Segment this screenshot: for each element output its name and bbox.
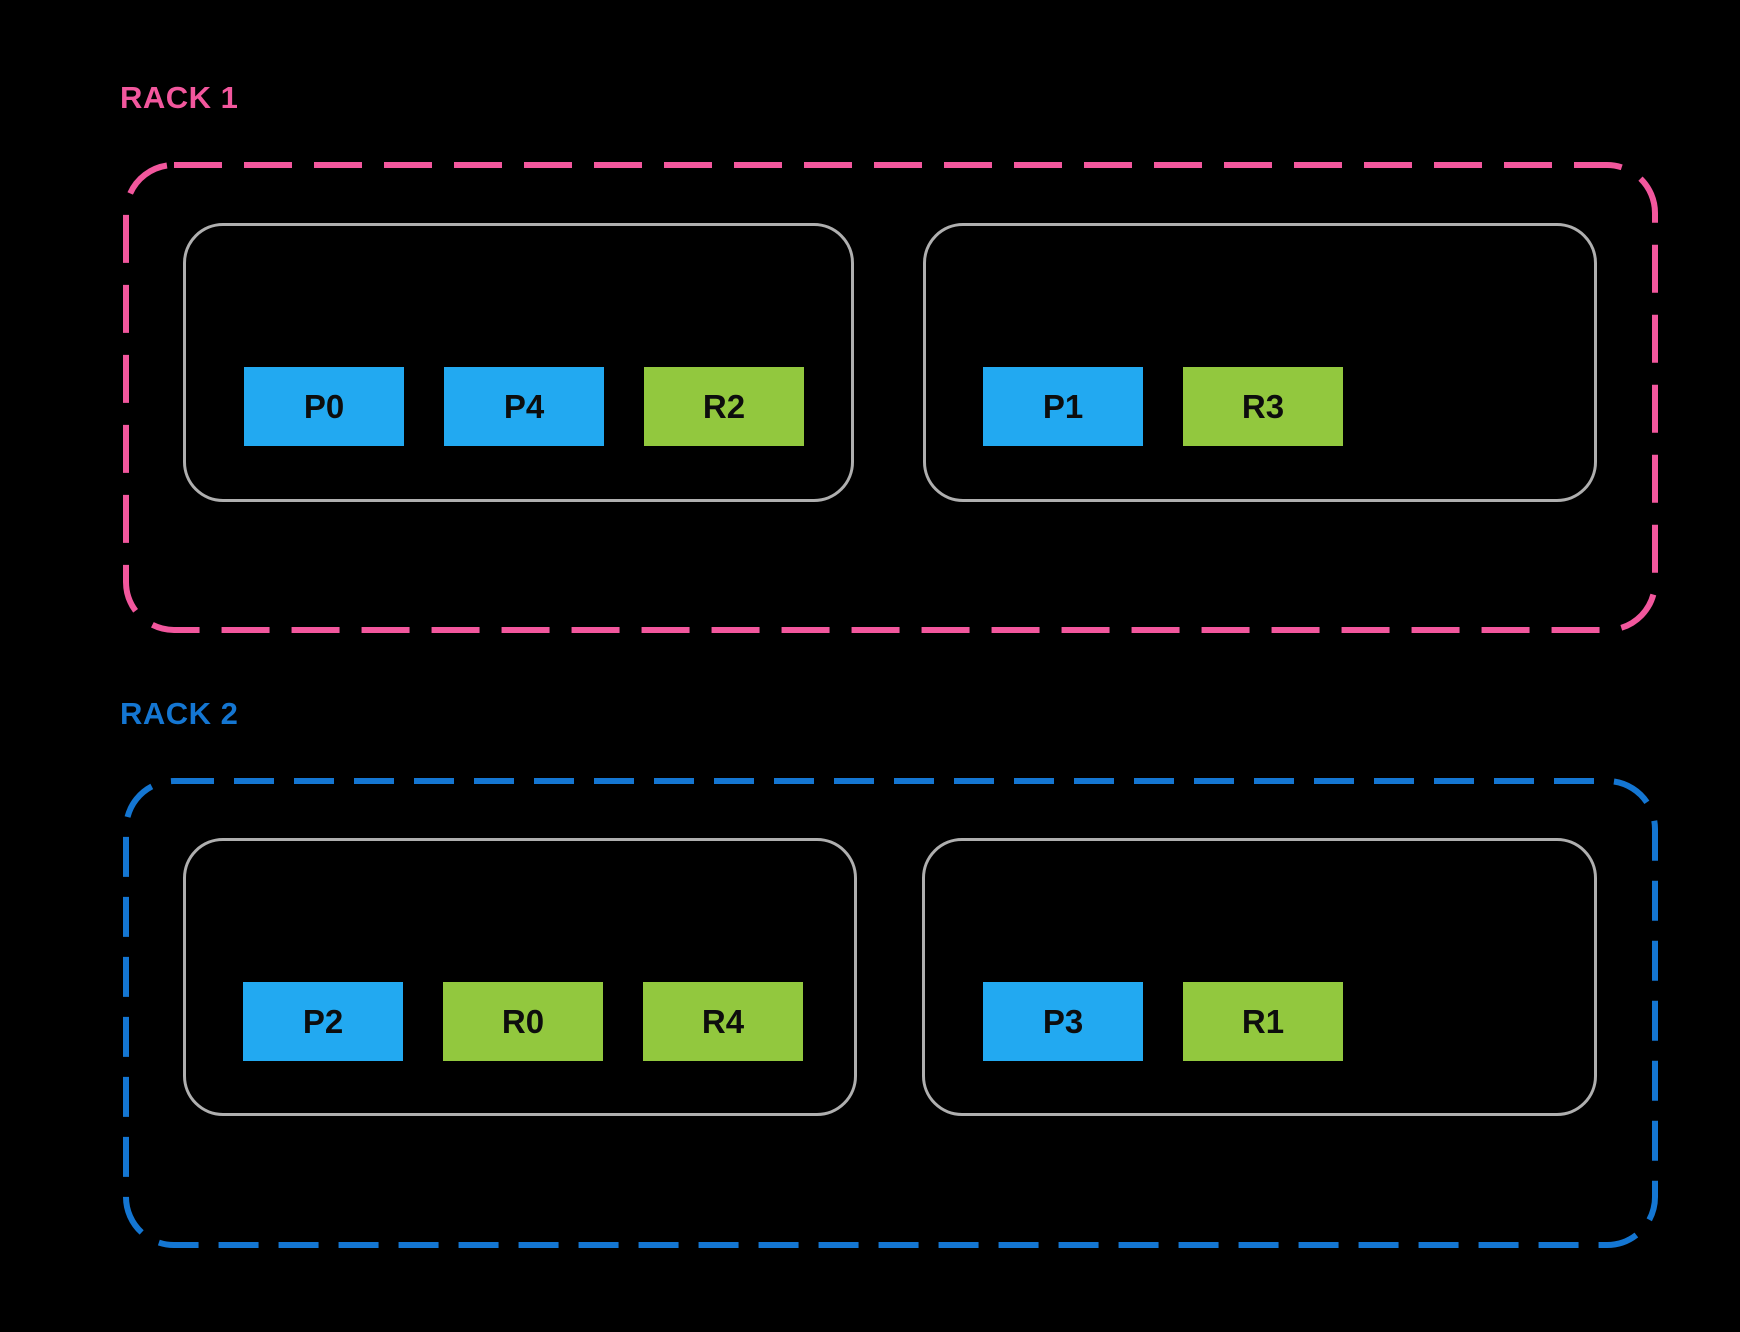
rack-1-box: P0 P4 R2 P1 R3	[123, 162, 1658, 633]
rack-1-dashed-border	[123, 162, 1658, 633]
block-r1: R1	[1183, 982, 1343, 1061]
rack-2-dashed-border	[123, 778, 1658, 1248]
rack-1-dashed-rect	[123, 162, 1658, 633]
rack-2-box: P2 R0 R4 P3 R1	[123, 778, 1658, 1248]
block-p4: P4	[444, 367, 604, 446]
rack-2-node-1: P2 R0 R4	[183, 838, 857, 1116]
rack-2-dashed-rect	[123, 778, 1658, 1248]
rack-2-node-2: P3 R1	[922, 838, 1597, 1116]
block-p0: P0	[244, 367, 404, 446]
block-r4: R4	[643, 982, 803, 1061]
rack-1-node-2: P1 R3	[923, 223, 1597, 502]
rack-1-node-1: P0 P4 R2	[183, 223, 854, 502]
block-r2: R2	[644, 367, 804, 446]
block-p3: P3	[983, 982, 1143, 1061]
block-p2: P2	[243, 982, 403, 1061]
block-p1: P1	[983, 367, 1143, 446]
block-r3: R3	[1183, 367, 1343, 446]
rack-2-label: RACK 2	[120, 696, 239, 731]
block-r0: R0	[443, 982, 603, 1061]
rack-1-label: RACK 1	[120, 80, 239, 115]
